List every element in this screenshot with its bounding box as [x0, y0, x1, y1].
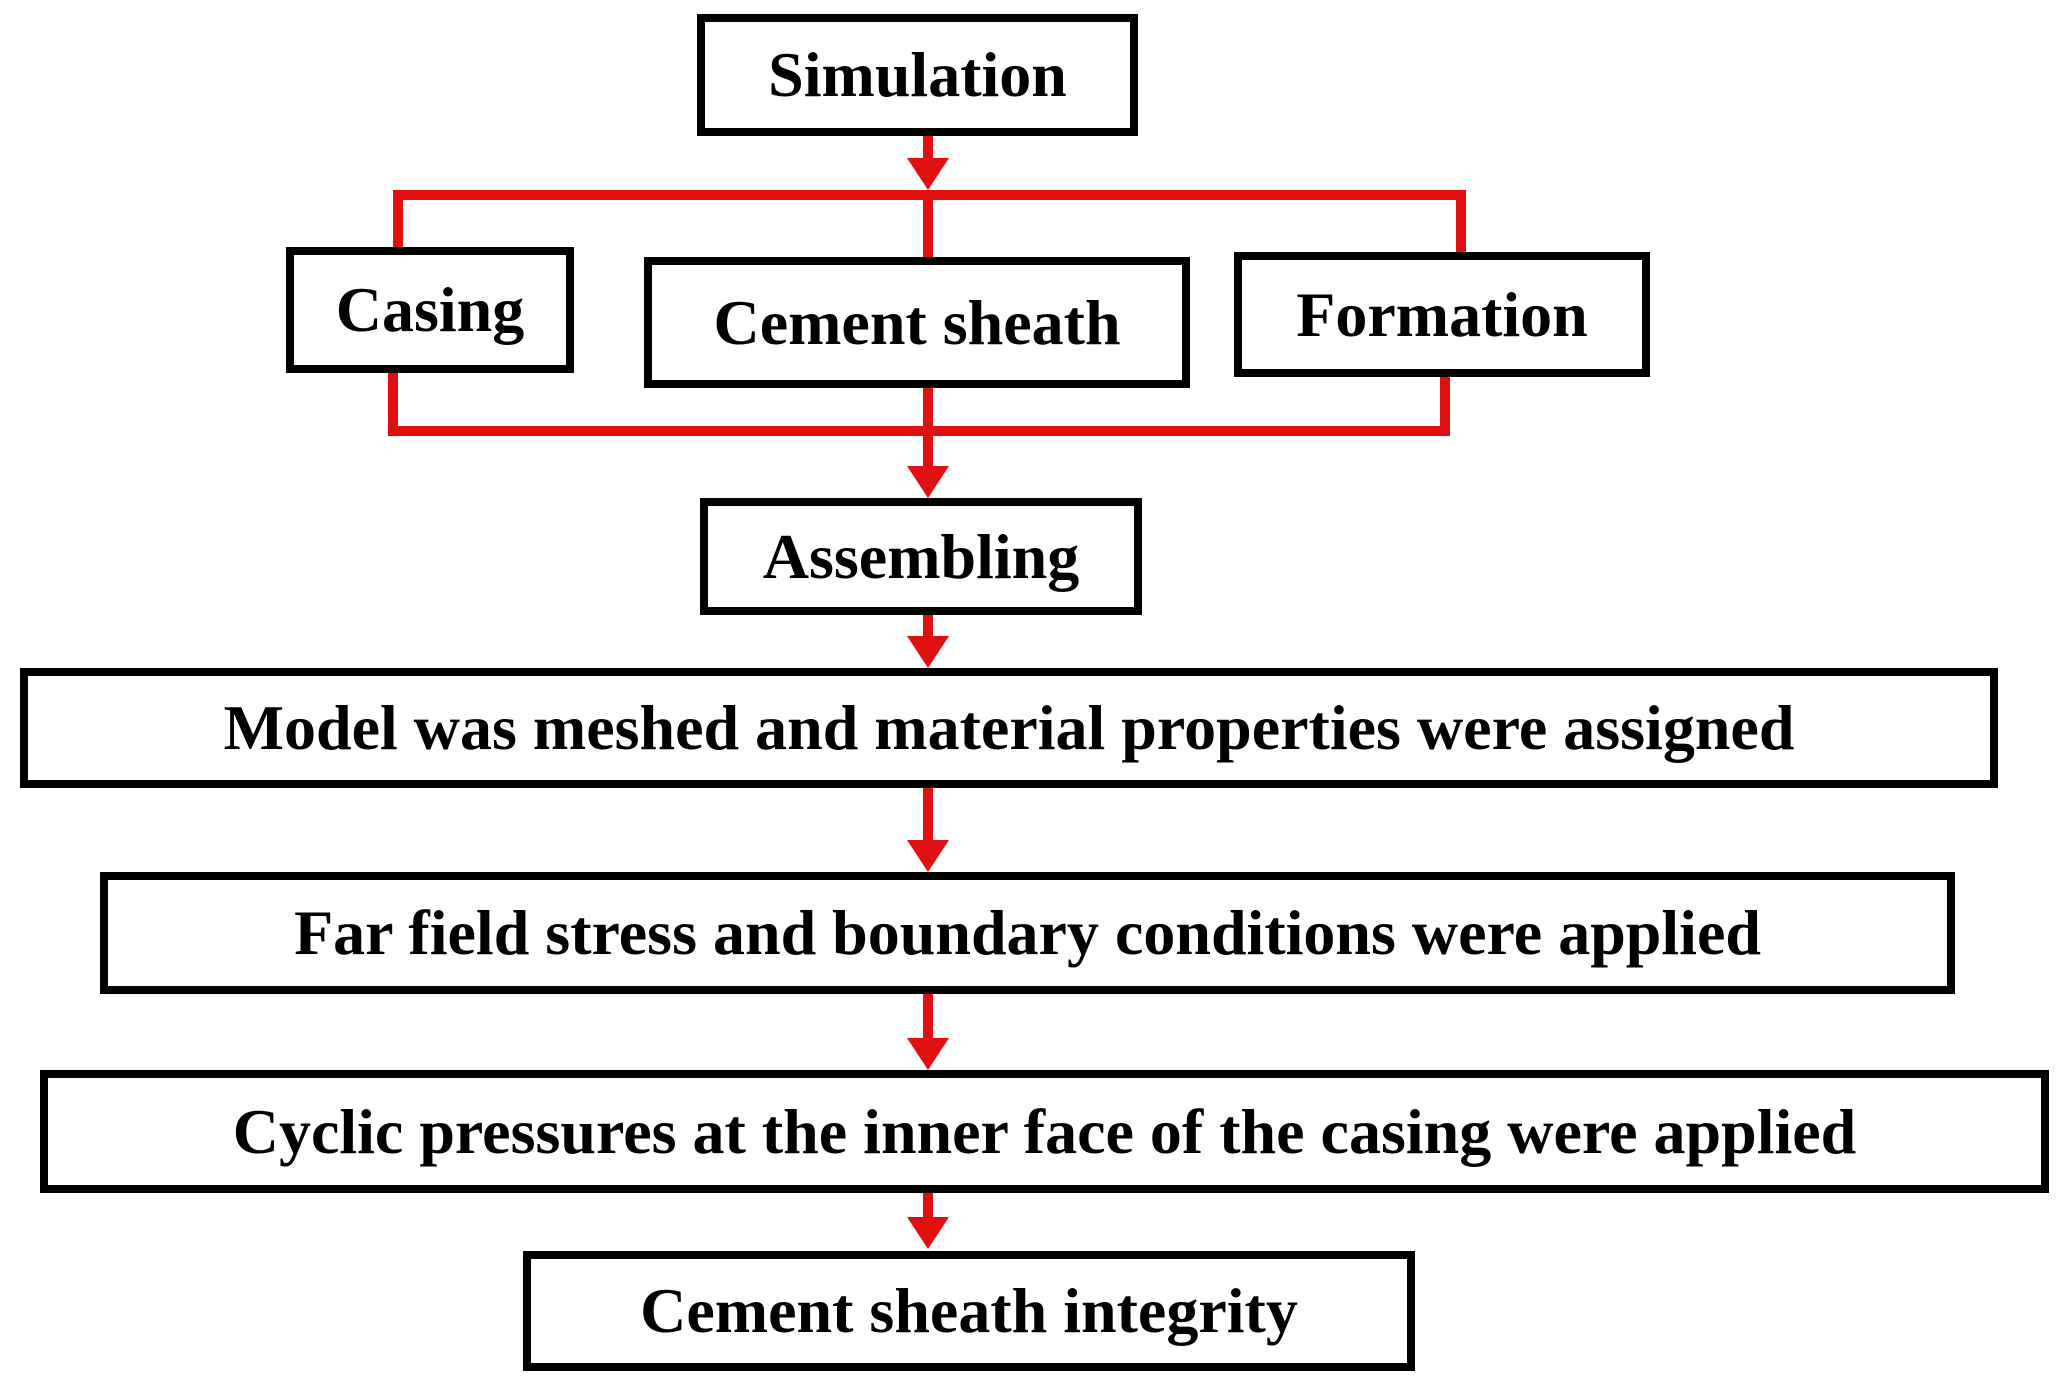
node-far-field-stress: Far field stress and boundary conditions…	[100, 872, 1955, 994]
node-model-meshed: Model was meshed and material properties…	[20, 668, 1998, 788]
arrow-down-icon	[907, 1217, 949, 1249]
node-casing: Casing	[286, 247, 574, 373]
arrow-down-icon	[907, 1038, 949, 1070]
connector-split-to-cement-sheath	[923, 198, 933, 261]
connector-formation-to-merge	[1440, 374, 1450, 430]
connector-casing-to-merge	[388, 370, 398, 430]
node-cement-sheath: Cement sheath	[644, 257, 1190, 388]
split-rail-top	[393, 190, 1466, 200]
arrow-down-icon	[907, 466, 949, 498]
connector-meshing-to-far-field	[923, 786, 933, 842]
node-simulation: Simulation	[697, 14, 1138, 136]
merge-rail-bottom	[388, 426, 1450, 436]
arrow-down-icon	[907, 158, 949, 190]
connector-assembling-to-meshing	[923, 612, 933, 638]
node-cyclic-pressures: Cyclic pressures at the inner face of th…	[40, 1070, 2049, 1193]
connector-far-field-to-cyclic	[923, 992, 933, 1040]
connector-split-to-casing	[393, 198, 403, 253]
connector-split-to-formation	[1456, 198, 1466, 256]
node-cement-sheath-integrity: Cement sheath integrity	[523, 1251, 1415, 1371]
node-formation: Formation	[1234, 252, 1650, 377]
arrow-down-icon	[907, 840, 949, 872]
node-assembling: Assembling	[700, 498, 1142, 615]
arrow-down-icon	[907, 636, 949, 668]
connector-merge-to-assembling	[923, 385, 933, 468]
connector-simulation-to-split	[923, 134, 933, 162]
connector-cyclic-to-integrity	[923, 1190, 933, 1219]
